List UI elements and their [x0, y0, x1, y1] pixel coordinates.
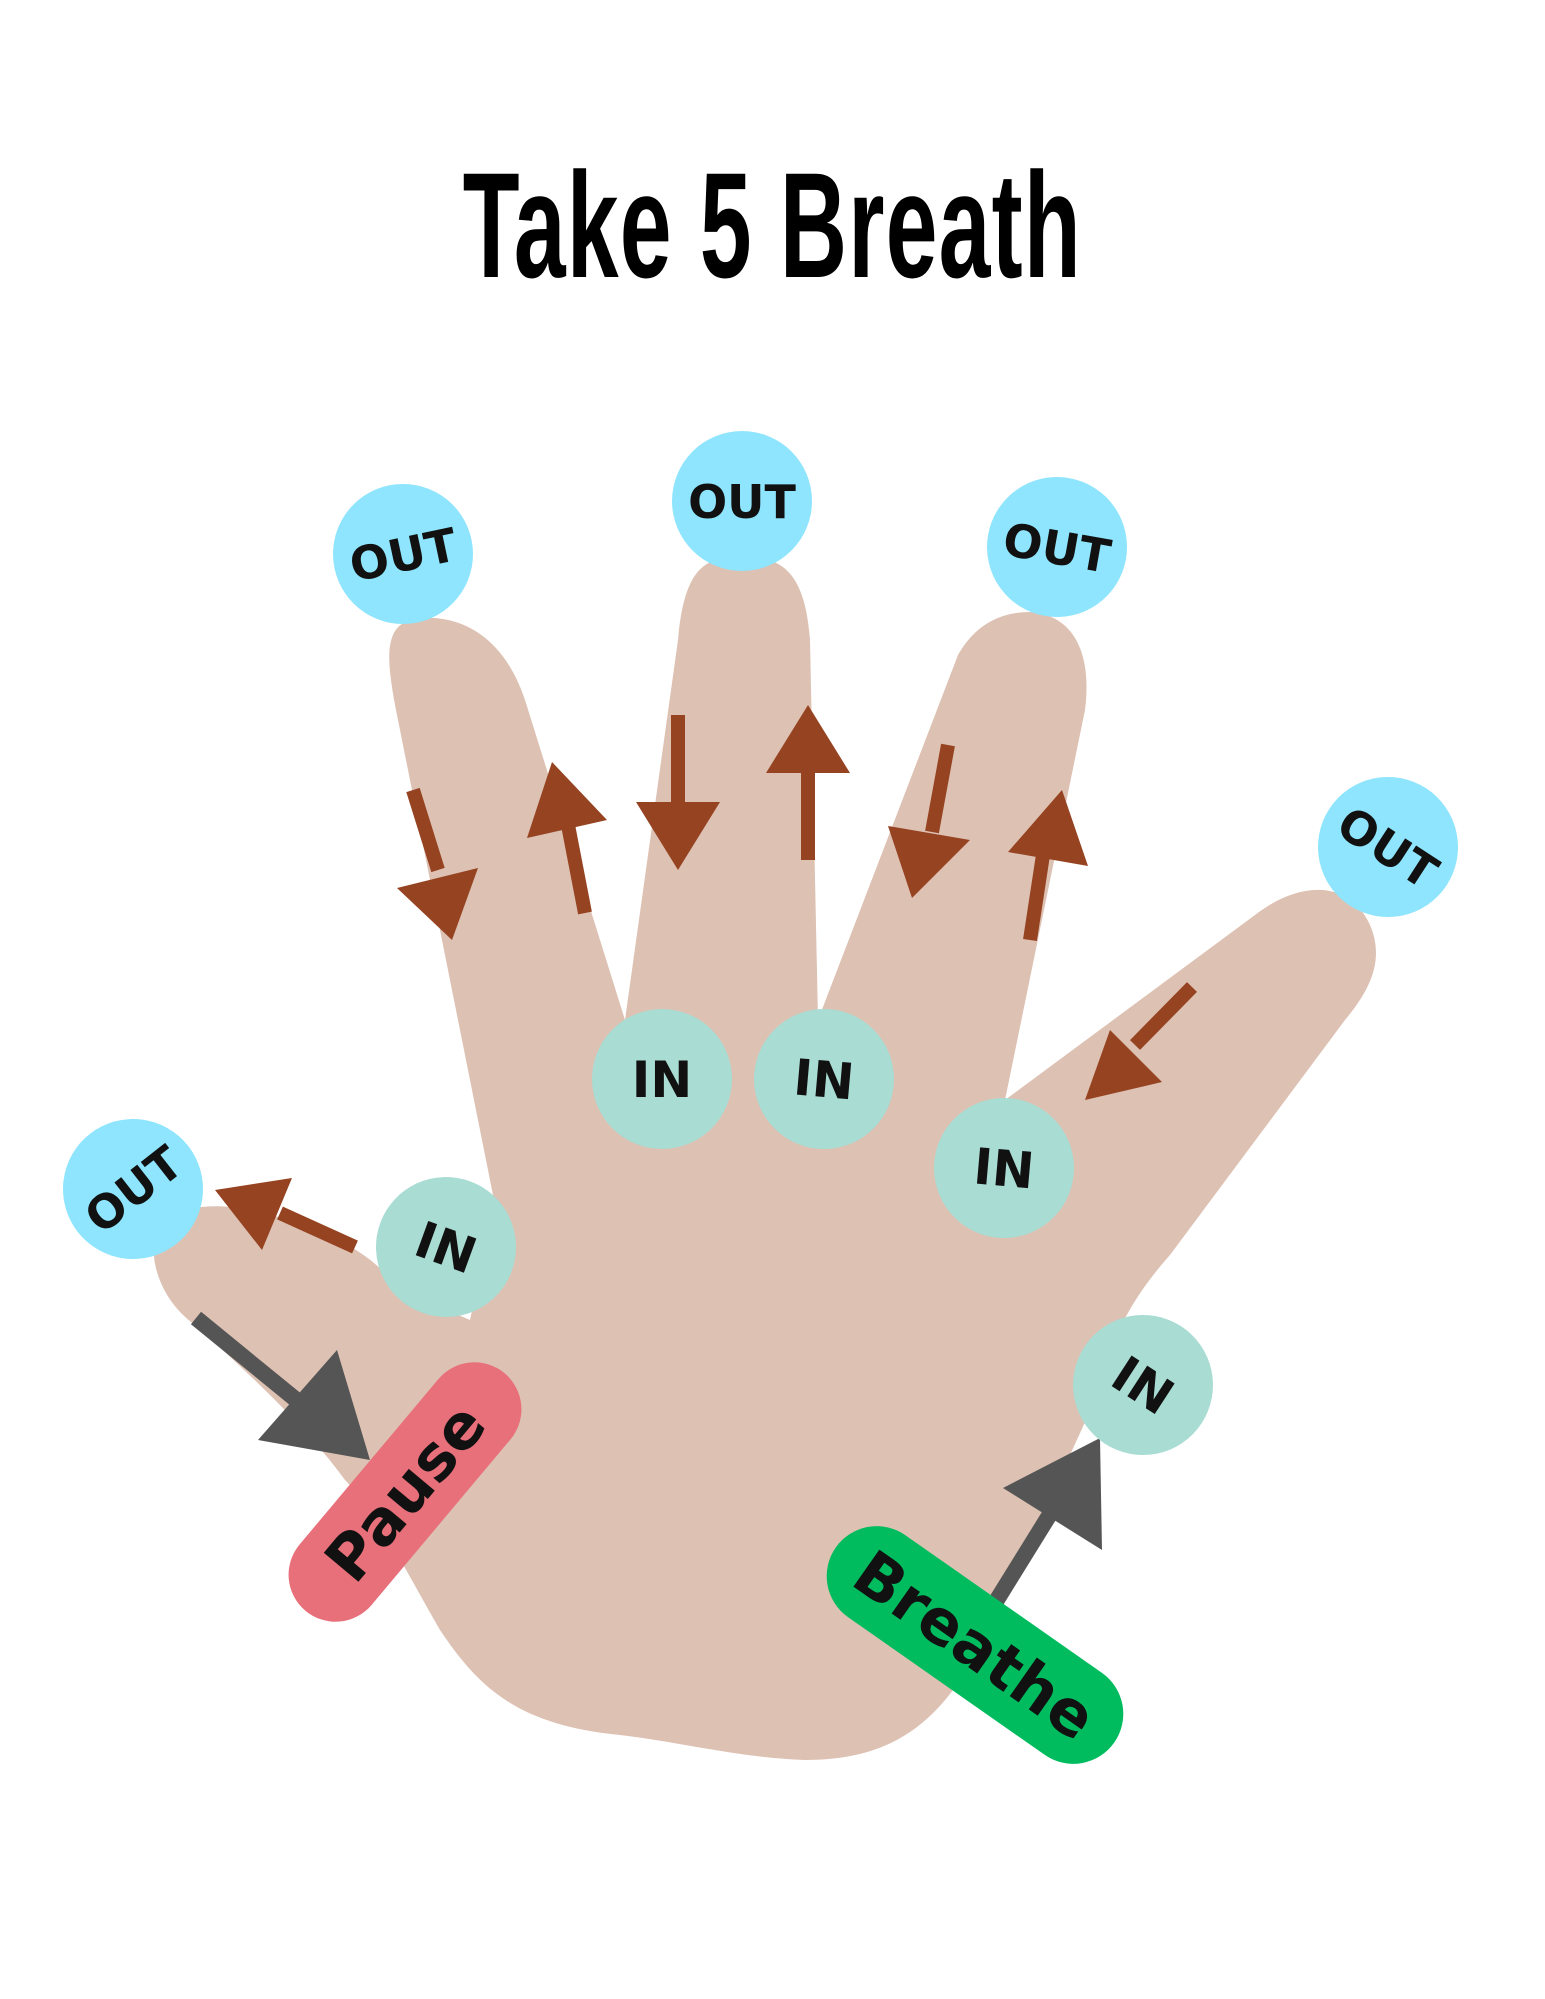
- out-circle-ring: OUT: [976, 466, 1138, 628]
- in-label: IN: [632, 1051, 692, 1109]
- out-label: OUT: [688, 475, 796, 529]
- out-circle-index: OUT: [320, 471, 486, 637]
- in-label: IN: [971, 1137, 1036, 1200]
- in-label: IN: [791, 1048, 856, 1111]
- in-circle-index: IN: [592, 1009, 732, 1149]
- out-circle-middle: OUT: [672, 431, 812, 571]
